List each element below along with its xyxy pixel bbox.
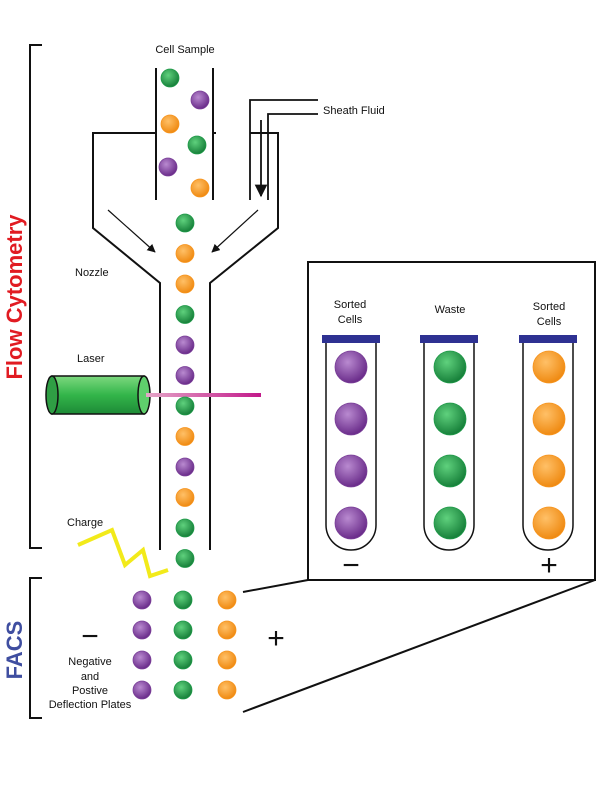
- green-cell: [175, 213, 195, 233]
- tube-negative-label-line1: Sorted: [334, 299, 366, 311]
- positive-plate-sign: +: [267, 622, 285, 655]
- orange-cell: [217, 680, 237, 700]
- tube-waste: Waste: [420, 304, 478, 551]
- tube-positive-sign: +: [540, 549, 558, 582]
- flow-cytometry-bracket: [29, 44, 42, 549]
- orange-cell: [532, 454, 566, 488]
- purple-cell: [175, 335, 195, 355]
- tube-waste-cap: [420, 335, 478, 343]
- green-cell: [433, 506, 467, 540]
- negative-plate-sign: −: [81, 620, 99, 653]
- purple-cell: [190, 90, 210, 110]
- purple-cell: [132, 650, 152, 670]
- tube-waste-label: Waste: [435, 304, 466, 316]
- orange-cell: [175, 274, 195, 294]
- cell-sample-label: Cell Sample: [155, 44, 214, 56]
- purple-cell: [334, 350, 368, 384]
- laser-source: [45, 375, 151, 415]
- purple-cell: [175, 457, 195, 477]
- green-cell: [433, 350, 467, 384]
- svg-text:and: and: [81, 671, 99, 683]
- deflection-plates-label: Negative and Postive Deflection Plates: [49, 656, 132, 711]
- green-cell: [173, 620, 193, 640]
- sheath-fluid-label: Sheath Fluid: [323, 105, 385, 117]
- green-cell: [175, 305, 195, 324]
- purple-cell: [334, 506, 368, 540]
- flow-chamber: [92, 132, 279, 550]
- green-cell: [173, 650, 193, 670]
- orange-cell: [175, 427, 195, 446]
- tube-negative-sign: −: [342, 549, 360, 582]
- green-cell: [173, 590, 193, 610]
- purple-cell: [334, 402, 368, 436]
- green-cell: [175, 549, 195, 568]
- nozzle-label: Nozzle: [75, 267, 109, 279]
- hydrodynamic-focusing-arrows: [107, 209, 259, 253]
- purple-cell: [175, 366, 195, 385]
- purple-cell: [132, 620, 152, 640]
- green-cell: [175, 518, 195, 538]
- deflected-cells: [132, 590, 237, 700]
- svg-text:Negative: Negative: [68, 656, 111, 668]
- tube-negative: Sorted Cells −: [322, 299, 380, 582]
- orange-cell: [532, 402, 566, 436]
- tube-positive-cap: [519, 335, 577, 343]
- svg-text:Deflection Plates: Deflection Plates: [49, 699, 132, 711]
- green-cell: [433, 454, 467, 488]
- tube-positive-label-line2: Cells: [537, 316, 562, 328]
- charge-bolt: [77, 527, 169, 579]
- facs-bracket: [29, 577, 42, 719]
- purple-cell: [132, 680, 152, 700]
- green-cell: [160, 68, 180, 88]
- green-cell: [433, 402, 467, 436]
- charge-label: Charge: [67, 517, 103, 529]
- purple-cell: [158, 157, 178, 177]
- zoom-lines: [242, 579, 596, 713]
- orange-cell: [532, 350, 566, 384]
- facs-label: FACS: [2, 621, 27, 680]
- orange-cell: [175, 244, 195, 263]
- sample-cells: [158, 68, 210, 198]
- tube-negative-cap: [322, 335, 380, 343]
- laser-beam: [146, 393, 261, 397]
- tube-negative-label-line2: Cells: [338, 314, 363, 326]
- flow-cytometry-label: Flow Cytometry: [2, 214, 27, 380]
- laser-label: Laser: [77, 353, 105, 365]
- orange-cell: [217, 620, 237, 640]
- svg-text:Postive: Postive: [72, 685, 108, 697]
- orange-cell: [160, 114, 180, 134]
- orange-cell: [175, 488, 195, 507]
- purple-cell: [132, 590, 152, 610]
- stream-cells: [175, 213, 195, 568]
- collection-panel: [307, 261, 596, 581]
- green-cell: [173, 680, 193, 700]
- orange-cell: [217, 590, 237, 610]
- sheath-fluid-inlet: [249, 99, 318, 200]
- green-cell: [187, 135, 207, 155]
- orange-cell: [217, 650, 237, 670]
- orange-cell: [190, 178, 210, 198]
- purple-cell: [334, 454, 368, 488]
- tube-positive: Sorted Cells +: [519, 301, 577, 582]
- tube-positive-label-line1: Sorted: [533, 301, 565, 313]
- green-cell: [175, 396, 195, 416]
- tube-cells: [334, 350, 566, 540]
- orange-cell: [532, 506, 566, 540]
